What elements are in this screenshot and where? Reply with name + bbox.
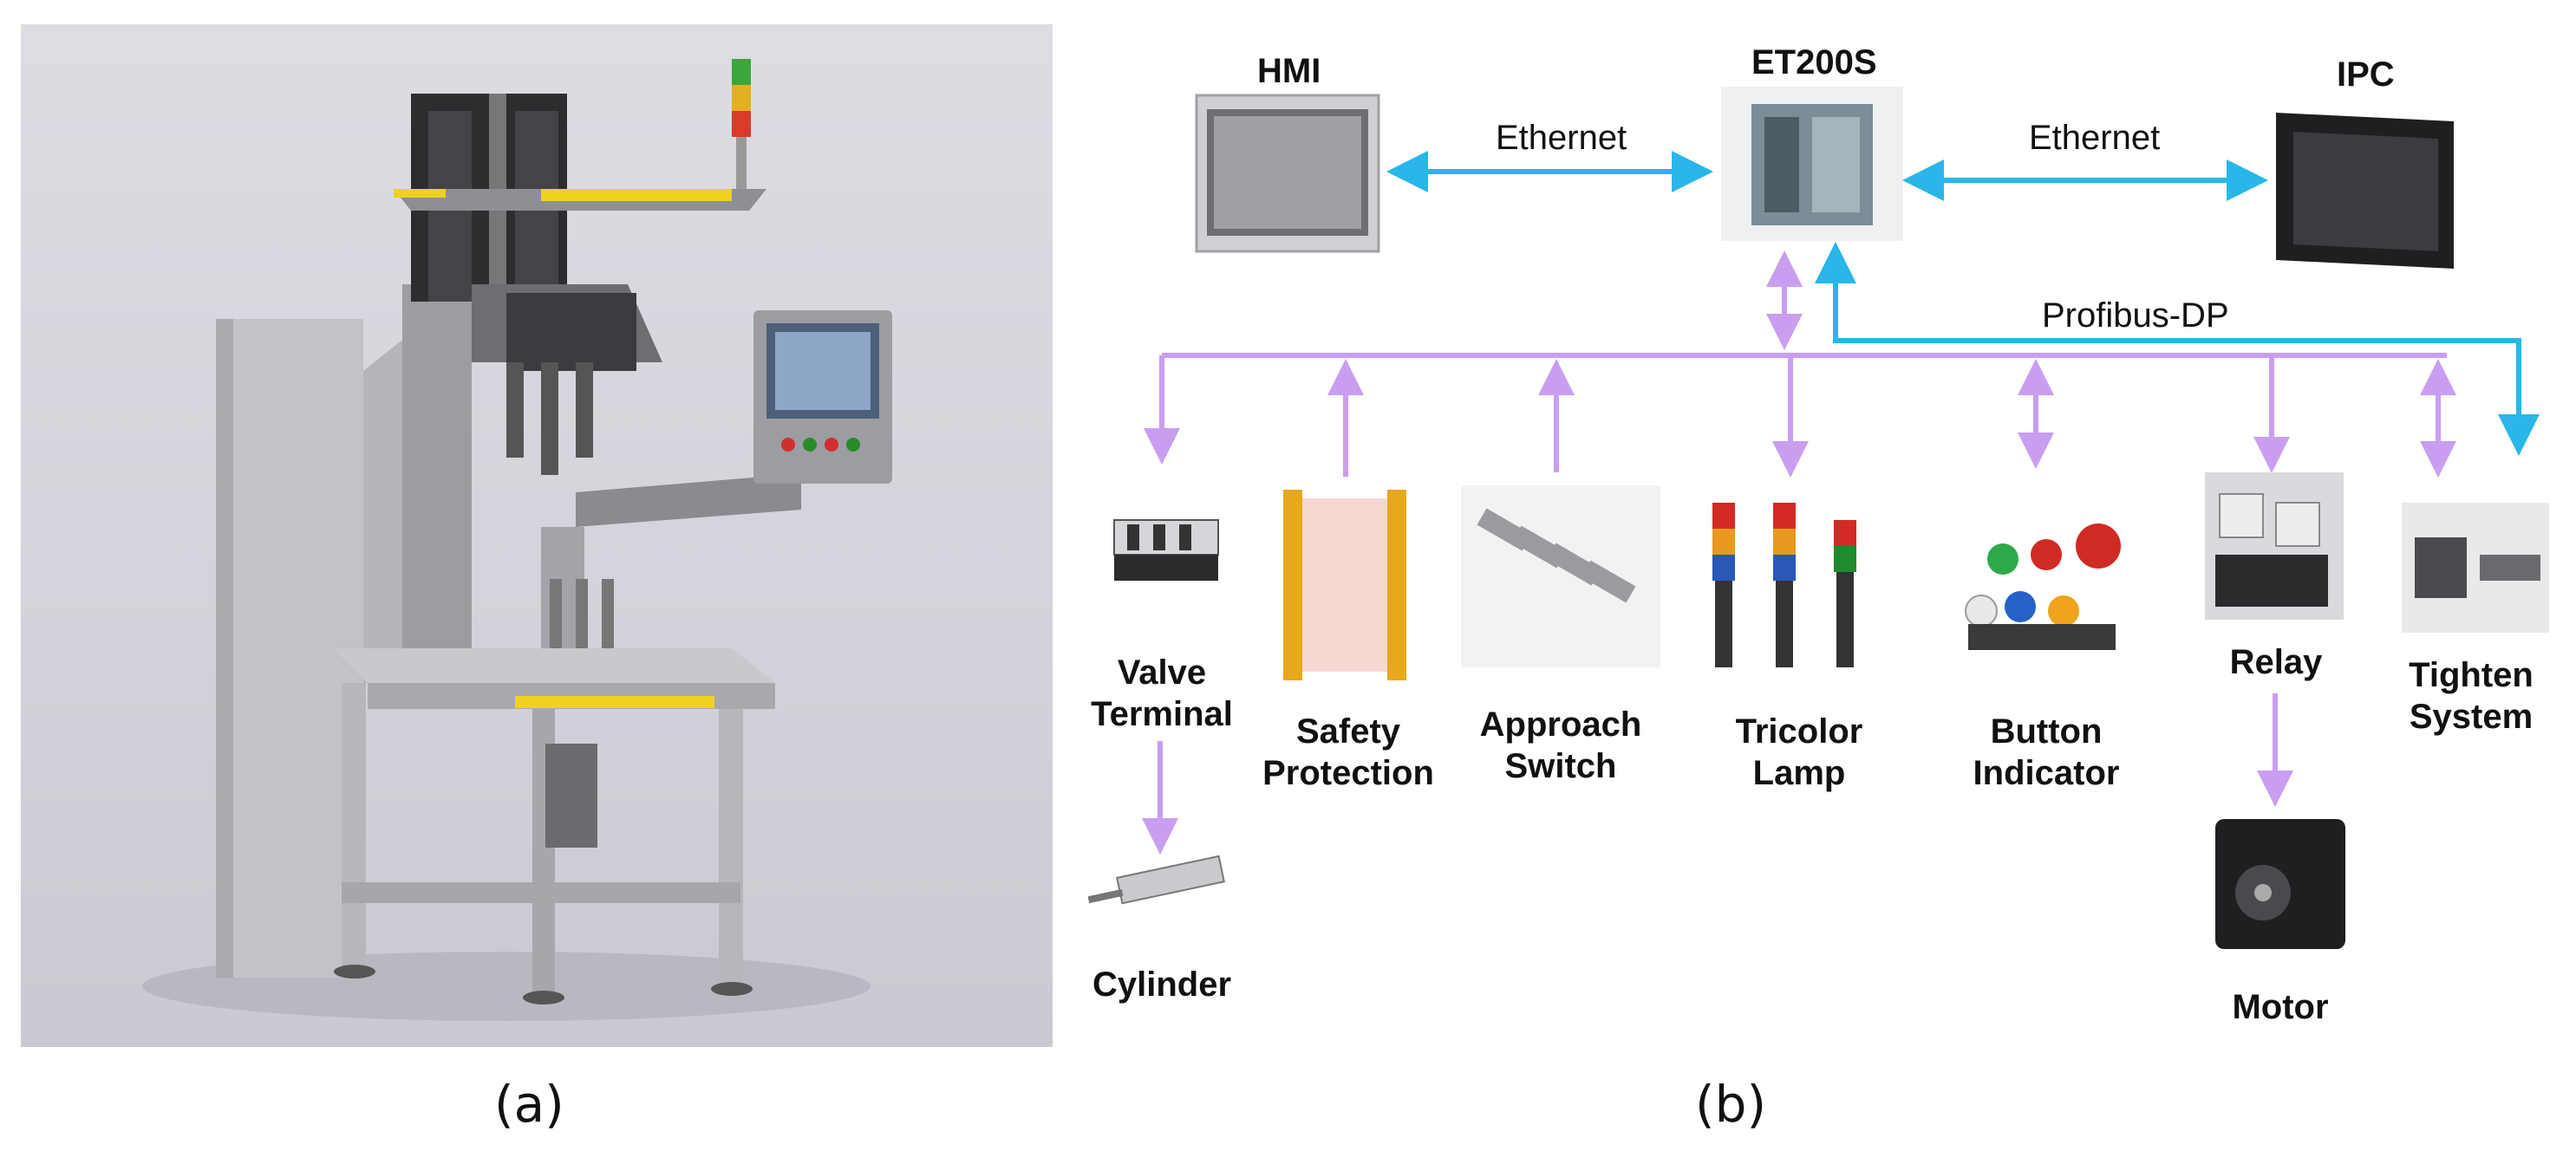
label-safety-protection: Safety Protection (1262, 712, 1434, 792)
label-tricolor-lamp: Tricolor Lamp (1735, 712, 1863, 792)
caption-b: (b) (1695, 1075, 1767, 1134)
et200s-device-image (1721, 87, 1903, 241)
tighten-system-image (2402, 503, 2549, 633)
label-approach-switch: Approach Switch (1479, 706, 1642, 785)
caption-a: (a) (494, 1075, 564, 1134)
label-valve-terminal: Valve Terminal (1091, 654, 1233, 733)
label-ethernet-right: Ethernet (2029, 119, 2161, 157)
label-motor: Motor (2232, 988, 2329, 1026)
approach-switch-image (1461, 485, 1660, 667)
press-machine-drawing (142, 59, 892, 1021)
label-tighten-system: Tighten System (2409, 656, 2534, 736)
ipc-device-image (2276, 113, 2454, 269)
motor-image (2215, 819, 2345, 949)
tricolor-lamp-image (1712, 503, 1856, 667)
machine-illustration (21, 24, 1053, 1047)
label-relay: Relay (2229, 643, 2323, 681)
label-ethernet-left: Ethernet (1496, 119, 1627, 157)
label-profibus: Profibus-DP (2042, 296, 2229, 335)
valve-terminal-image (1113, 519, 1219, 581)
button-indicator-image (1965, 523, 2121, 650)
label-cylinder: Cylinder (1092, 966, 1232, 1004)
label-hmi: HMI (1257, 52, 1321, 90)
label-ipc: IPC (2337, 55, 2395, 94)
label-button-indicator: Button Indicator (1973, 712, 2120, 792)
profibus-link-tighten (1815, 242, 2540, 456)
safety-light-curtain-image (1283, 490, 1406, 680)
relay-image (2205, 472, 2344, 620)
cylinder-image (1087, 855, 1225, 905)
label-et200s: ET200S (1751, 43, 1877, 81)
hmi-device-image (1195, 94, 1380, 253)
